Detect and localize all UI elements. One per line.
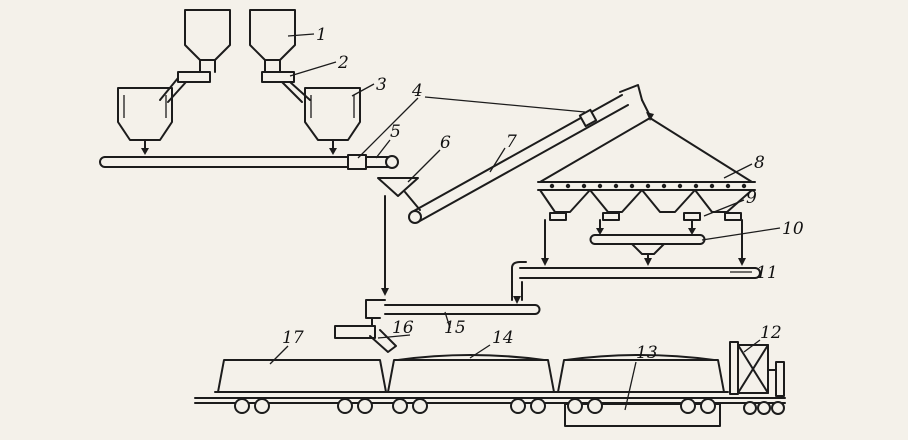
- rail-track: [194, 397, 786, 427]
- label-10: 10: [782, 219, 804, 239]
- railcar-3rd: [554, 354, 729, 414]
- label-9: 9: [746, 188, 757, 208]
- long-conveyor: [511, 261, 761, 304]
- leader-lines: [357, 96, 586, 183]
- label-8: 8: [754, 153, 765, 173]
- hopper-right: [304, 87, 361, 155]
- railcar-17: [214, 359, 391, 414]
- label-16: 16: [392, 318, 414, 338]
- shunting-device: [729, 341, 785, 415]
- silo-right: [249, 9, 296, 73]
- label-4: 4: [411, 81, 423, 101]
- label-13: 13: [636, 343, 658, 363]
- inclined-conveyor: [408, 84, 654, 224]
- label-1: 1: [316, 25, 327, 45]
- railcar-14: [384, 354, 559, 414]
- short-conveyor: [589, 234, 706, 266]
- feeder-right: [261, 71, 311, 103]
- labels: 1 2 3 4 5 6 7 8 9 10 11 12 13 14 15 16 1…: [282, 25, 804, 363]
- stockpile-bin: [537, 117, 756, 221]
- label-14: 14: [492, 328, 514, 348]
- label-6: 6: [440, 133, 451, 153]
- label-12: 12: [760, 323, 782, 343]
- bin-dots: [549, 183, 747, 189]
- label-7: 7: [506, 132, 517, 152]
- silo-left: [184, 9, 231, 73]
- label-leaders: [269, 33, 781, 411]
- label-3: 3: [376, 75, 387, 95]
- label-11: 11: [756, 263, 778, 283]
- loader-spout: [334, 325, 411, 353]
- label-2: 2: [337, 53, 349, 73]
- label-15: 15: [444, 318, 466, 338]
- label-5: 5: [390, 122, 401, 142]
- bin-outlets: [541, 219, 746, 266]
- hopper-left: [117, 87, 173, 155]
- label-17: 17: [282, 328, 304, 348]
- collecting-conveyor: [99, 154, 399, 170]
- distributor: [377, 177, 421, 296]
